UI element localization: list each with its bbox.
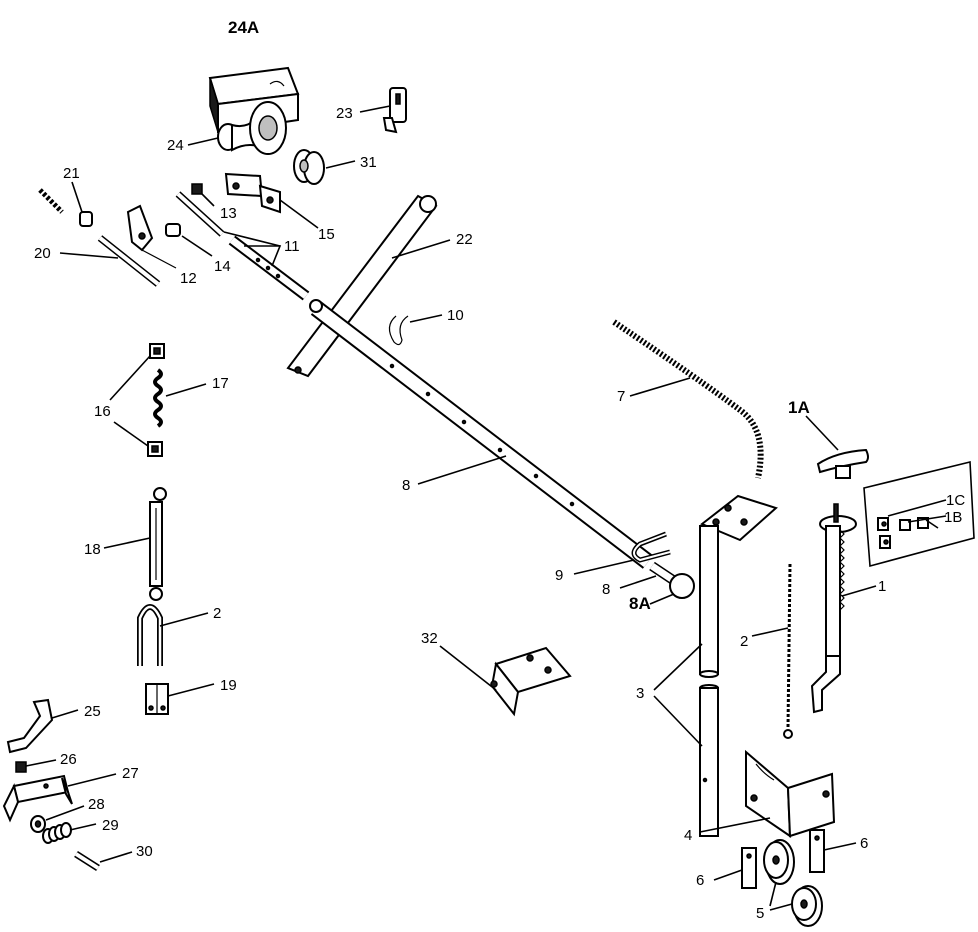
label-1B: 1B [944,509,962,526]
part-16-clip-bottom [147,441,163,457]
part-26-nut [15,761,27,773]
label-8-knob: 8 [602,581,610,598]
part-4-mounting-bracket [745,749,836,838]
label-23: 23 [336,105,353,122]
part-9-hook [631,531,671,563]
part-27-bracket [2,774,73,823]
label-31: 31 [360,154,377,171]
part-2-u-bolt [137,604,163,666]
label-1C: 1C [946,492,965,509]
part-17-spring [153,368,163,428]
label-12: 12 [180,270,197,287]
label-22: 22 [456,231,473,248]
label-28: 28 [88,796,105,813]
part-14-pin [165,223,181,237]
label-4: 4 [684,827,692,844]
part-21-pin [79,211,93,227]
part-18-turnbuckle [149,487,167,601]
label-32: 32 [421,630,438,647]
part-23-clip [382,87,407,134]
label-2-dipstick: 2 [740,633,748,650]
label-16: 16 [94,403,111,420]
label-10: 10 [447,307,464,324]
label-15: 15 [318,226,335,243]
part-31-pulley [293,149,325,185]
label-24A: 24A [228,18,259,37]
part-25-bracket [6,698,54,754]
label-24: 24 [167,137,184,154]
label-30: 30 [136,843,153,860]
part-5-pulley-upper [763,839,795,885]
label-2-ubolt: 2 [213,605,221,622]
part-16-clip-top [149,343,165,359]
label-7: 7 [617,388,625,405]
part-2-dipstick [783,563,793,739]
label-13: 13 [220,205,237,222]
part-28-washer [30,815,46,833]
part-32-bracket [490,646,572,717]
part-1-rack [810,503,857,714]
part-3-lower-tube [699,684,719,837]
label-1: 1 [878,578,886,595]
part-13-bolt [191,183,203,195]
part-20-cable-end [38,188,64,214]
part-6-right-bracket [809,829,825,873]
label-21: 21 [63,165,80,182]
label-8A: 8A [629,594,651,613]
part-1A-handle [816,448,869,479]
label-1A: 1A [788,398,810,417]
label-27: 27 [122,765,139,782]
label-8: 8 [402,477,410,494]
part-8-long-tube [309,299,654,569]
label-26: 26 [60,751,77,768]
label-19: 19 [220,677,237,694]
detail-box-1B-1C [863,460,975,568]
label-6-left: 6 [696,872,704,889]
label-6-right: 6 [860,835,868,852]
part-20-rod [97,235,161,287]
part-3-upper-tube [699,494,778,678]
part-19-clamp [145,683,169,715]
part-6-left-bracket [741,847,757,889]
part-7-cable [612,319,764,479]
label-3: 3 [636,685,644,702]
label-11: 11 [284,238,300,255]
part-5-pulley-lower [791,885,823,927]
label-25: 25 [84,703,101,720]
part-8A-knob [649,561,695,599]
label-18: 18 [84,541,101,558]
part-24-spool [217,101,287,155]
part-11-link-rod [175,191,225,237]
part-29-spring [42,822,72,844]
part-12-lever [126,204,177,269]
part-30-pin [74,851,100,871]
part-10-hair-pin-clip [388,315,409,346]
label-14: 14 [214,258,231,275]
label-5: 5 [756,905,764,922]
part-11-tube [228,235,310,301]
label-29: 29 [102,817,119,834]
label-20: 20 [34,245,51,262]
label-17: 17 [212,375,229,392]
label-9: 9 [555,567,563,584]
part-15-bracket [224,172,281,214]
